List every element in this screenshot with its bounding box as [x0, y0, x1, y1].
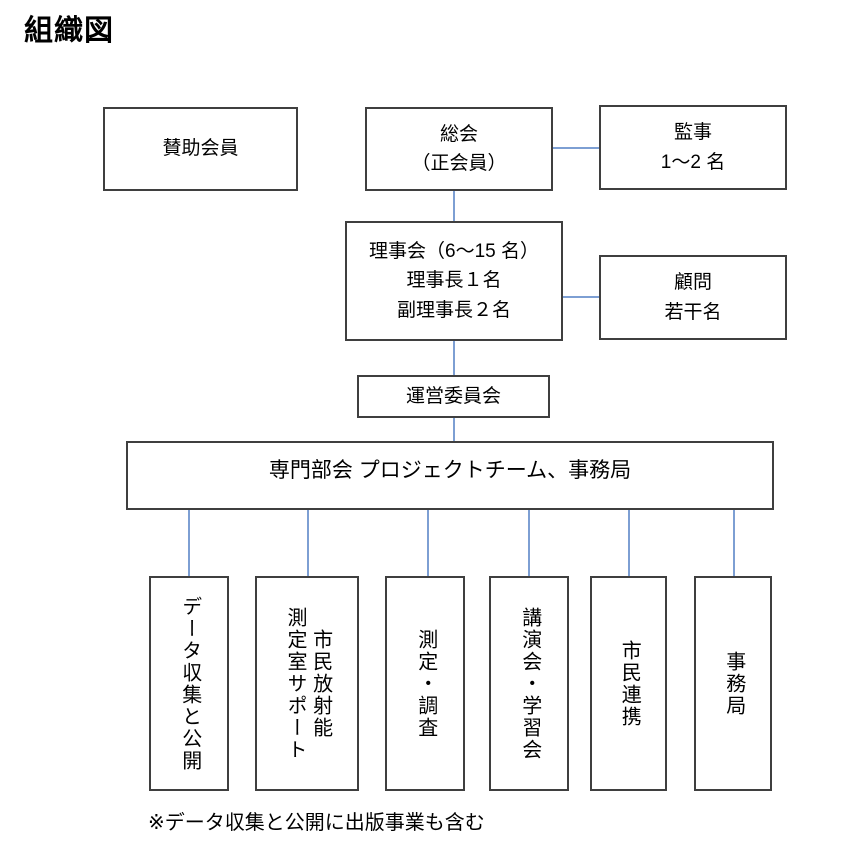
- connector-divisions-to-team-2: [307, 508, 309, 576]
- node-board-line-3: 副理事長２名: [396, 299, 511, 321]
- node-supporting-member-line-1: 賛助会員: [162, 138, 239, 160]
- node-general-assembly[interactable]: 総会 （正会員）: [365, 107, 553, 191]
- node-board-line-2: 理事長１名: [406, 270, 502, 292]
- node-team-secretariat-col-1: 事務局: [722, 650, 745, 717]
- connector-divisions-to-team-5: [628, 508, 630, 576]
- node-team-measurement-survey-col-1: 測定・調査: [414, 628, 437, 739]
- node-team-secretariat[interactable]: 事務局: [694, 576, 772, 791]
- node-divisions-bar[interactable]: 専門部会 プロジェクトチーム、事務局: [126, 441, 774, 510]
- connector-steering-to-divisions: [453, 416, 455, 443]
- node-team-measurement-survey[interactable]: 測定・調査: [385, 576, 465, 791]
- node-advisor[interactable]: 顧問 若干名: [599, 255, 787, 340]
- node-team-lectures-study[interactable]: 講演会・学習会: [489, 576, 569, 791]
- node-general-assembly-line-1: 総会: [439, 123, 478, 145]
- connector-board-to-advisor: [561, 296, 601, 298]
- node-divisions-bar-line-1: 専門部会 プロジェクトチーム、事務局: [268, 459, 632, 482]
- node-team-citizen-cooperation[interactable]: 市民連携: [590, 576, 667, 791]
- node-supporting-member[interactable]: 賛助会員: [103, 107, 298, 191]
- node-steering-committee-line-1: 運営委員会: [405, 385, 501, 407]
- connector-assembly-to-board: [453, 188, 455, 222]
- connector-divisions-to-team-3: [427, 508, 429, 576]
- node-team-citizen-cooperation-col-1: 市民連携: [618, 639, 641, 728]
- node-steering-committee[interactable]: 運営委員会: [357, 375, 550, 418]
- node-advisor-line-2: 若干名: [664, 301, 722, 323]
- node-board-of-directors[interactable]: 理事会（6〜15 名） 理事長１名 副理事長２名: [345, 221, 563, 341]
- node-auditor-line-1: 監事: [673, 122, 712, 144]
- node-general-assembly-line-2: （正会員）: [411, 153, 507, 174]
- node-team-data-collection[interactable]: データ収集と公開: [149, 576, 229, 791]
- node-team-measurement-lab-support-col-1: 市民放射能: [309, 628, 332, 739]
- connector-assembly-to-auditor: [551, 147, 601, 149]
- node-team-measurement-lab-support-col-2: 測定室サポート: [284, 606, 306, 761]
- node-board-line-1: 理事会（6〜15 名）: [369, 240, 539, 262]
- connector-divisions-to-team-4: [528, 508, 530, 576]
- node-team-measurement-lab-support[interactable]: 市民放射能 測定室サポート: [255, 576, 359, 791]
- node-team-data-collection-col-1: データ収集と公開: [178, 595, 201, 772]
- footnote: ※データ収集と公開に出版事業も含む: [148, 812, 485, 834]
- node-advisor-line-1: 顧問: [673, 272, 712, 294]
- page-title: 組織図: [24, 15, 115, 47]
- node-team-lectures-study-col-1: 講演会・学習会: [518, 606, 541, 761]
- connector-divisions-to-team-1: [188, 508, 190, 576]
- node-auditor[interactable]: 監事 1〜2 名: [599, 105, 787, 190]
- node-auditor-line-2: 1〜2 名: [660, 151, 726, 173]
- connector-divisions-to-team-6: [733, 508, 735, 576]
- connector-board-to-steering: [453, 339, 455, 377]
